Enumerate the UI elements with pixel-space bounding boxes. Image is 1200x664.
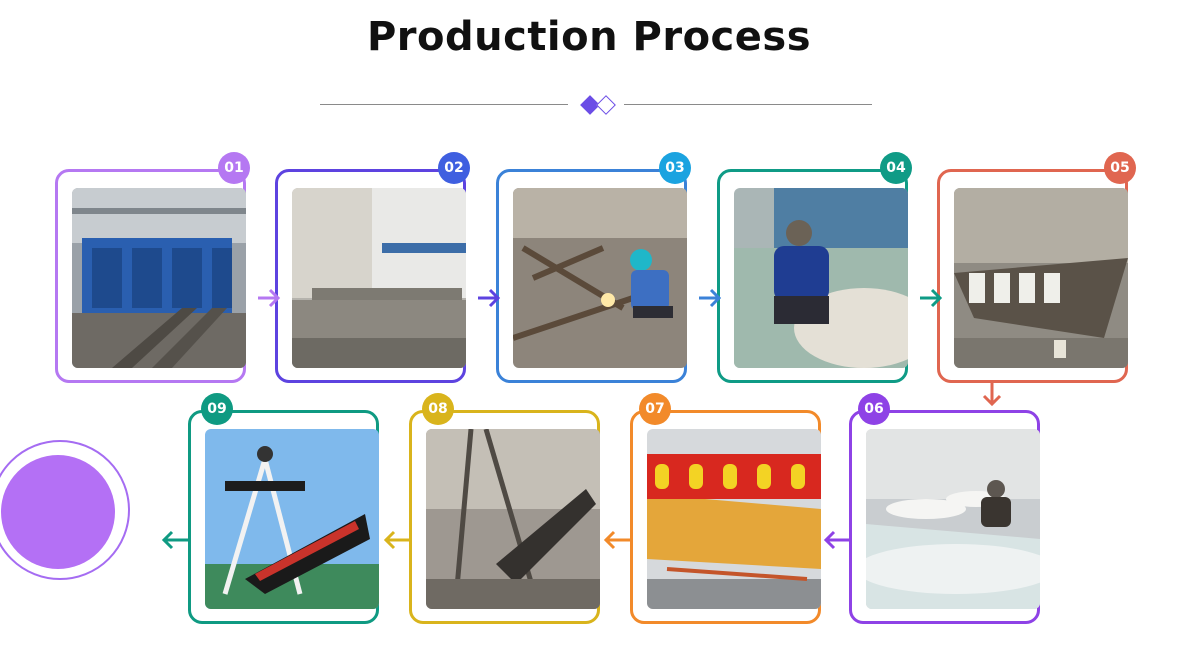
step-09: 09 [188,393,379,624]
arrow-07-to-08-icon [603,530,632,550]
step-06: 06 [849,393,1040,624]
arrow-09-end-icon [161,530,190,550]
title-divider-left [320,104,568,105]
step-03-photo [513,188,687,368]
step-09-badge: 09 [201,393,233,425]
diamond-outline-icon [596,95,616,115]
arrow-08-to-09-icon [383,530,412,550]
arrow-03-to-04-icon [699,288,722,308]
step-08-photo [426,429,600,609]
step-02-badge: 02 [438,152,470,184]
step-06-badge: 06 [858,393,890,425]
arrow-02-to-03-icon [478,288,501,308]
step-05: 05 [937,152,1136,383]
step-07: 07 [630,393,821,624]
step-04: 04 [717,152,912,383]
step-04-badge: 04 [880,152,912,184]
step-01-badge: 01 [218,152,250,184]
arrow-06-to-07-icon [823,530,852,550]
step-01-photo [72,188,246,368]
arrow-04-to-05-icon [920,288,943,308]
decorative-circle-fill [1,455,115,569]
step-06-photo [866,429,1040,609]
step-03: 03 [496,152,691,383]
page-title: Production Process [366,14,812,60]
step-05-photo [954,188,1128,368]
arrow-05-to-06-icon [982,382,1002,407]
step-02: 02 [275,152,470,383]
title-divider-right [624,104,872,105]
step-07-photo [647,429,821,609]
step-02-photo [292,188,466,368]
step-04-photo [734,188,908,368]
step-08-badge: 08 [422,393,454,425]
step-07-badge: 07 [639,393,671,425]
arrow-01-to-02-icon [258,288,281,308]
decorative-circle-outline [0,440,130,580]
step-09-photo [205,429,379,609]
step-03-badge: 03 [659,152,691,184]
step-01: 01 [55,152,250,383]
step-05-badge: 05 [1104,152,1136,184]
step-08: 08 [409,393,600,624]
